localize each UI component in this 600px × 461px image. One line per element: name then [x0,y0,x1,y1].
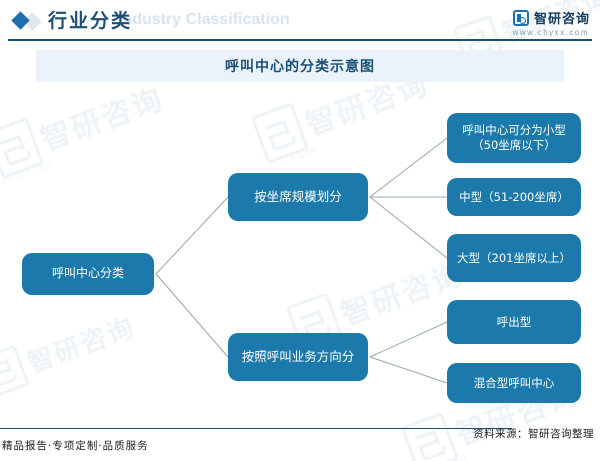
chart-title-bar: 呼叫中心的分类示意图 [36,50,564,82]
connector-branch2-leaf5 [369,356,448,384]
diamond-icon [11,11,46,31]
page-title: 行业分类 [48,10,133,32]
node-leaf-small[interactable]: 呼叫中心可分为小型（50坐席以下） [447,113,581,163]
node-leaf-hybrid[interactable]: 混合型呼叫中心 [447,363,581,403]
brand-logo: 智研咨询 [512,8,590,27]
node-leaf-outbound[interactable]: 呼出型 [447,300,581,344]
node-leaf-large[interactable]: 大型（201坐席以上） [447,234,581,282]
connector-branch1-leaf1 [369,137,448,198]
brand-url: www.chyxx.com [512,28,589,37]
node-branch-by-call-direction[interactable]: 按照呼叫业务方向分 [228,333,368,381]
header-divider [8,39,592,41]
chart-title: 呼叫中心的分类示意图 [225,59,375,75]
connector-branch1-leaf3 [369,196,448,259]
diamond-front-icon [11,11,30,30]
brand-mark-icon [512,9,529,26]
header-subtitle-watermark: Industry Classification [118,11,290,28]
footer-slogan: 精品报告·专项定制·品质服务 [2,440,149,452]
node-leaf-medium[interactable]: 中型（51-200坐席） [447,178,581,216]
page-header: Industry Classification 行业分类 智研咨询 www.ch… [0,0,600,42]
footer-source: 资料来源：智研咨询整理 [473,428,594,440]
brand-name: 智研咨询 [533,12,590,27]
node-root[interactable]: 呼叫中心分类 [22,253,154,295]
connector-root-branch1 [155,196,229,275]
node-branch-by-seat-scale[interactable]: 按坐席规模划分 [228,173,368,221]
connector-branch2-leaf4 [369,321,448,358]
footer-divider [0,428,512,429]
connector-root-branch2 [155,273,229,358]
